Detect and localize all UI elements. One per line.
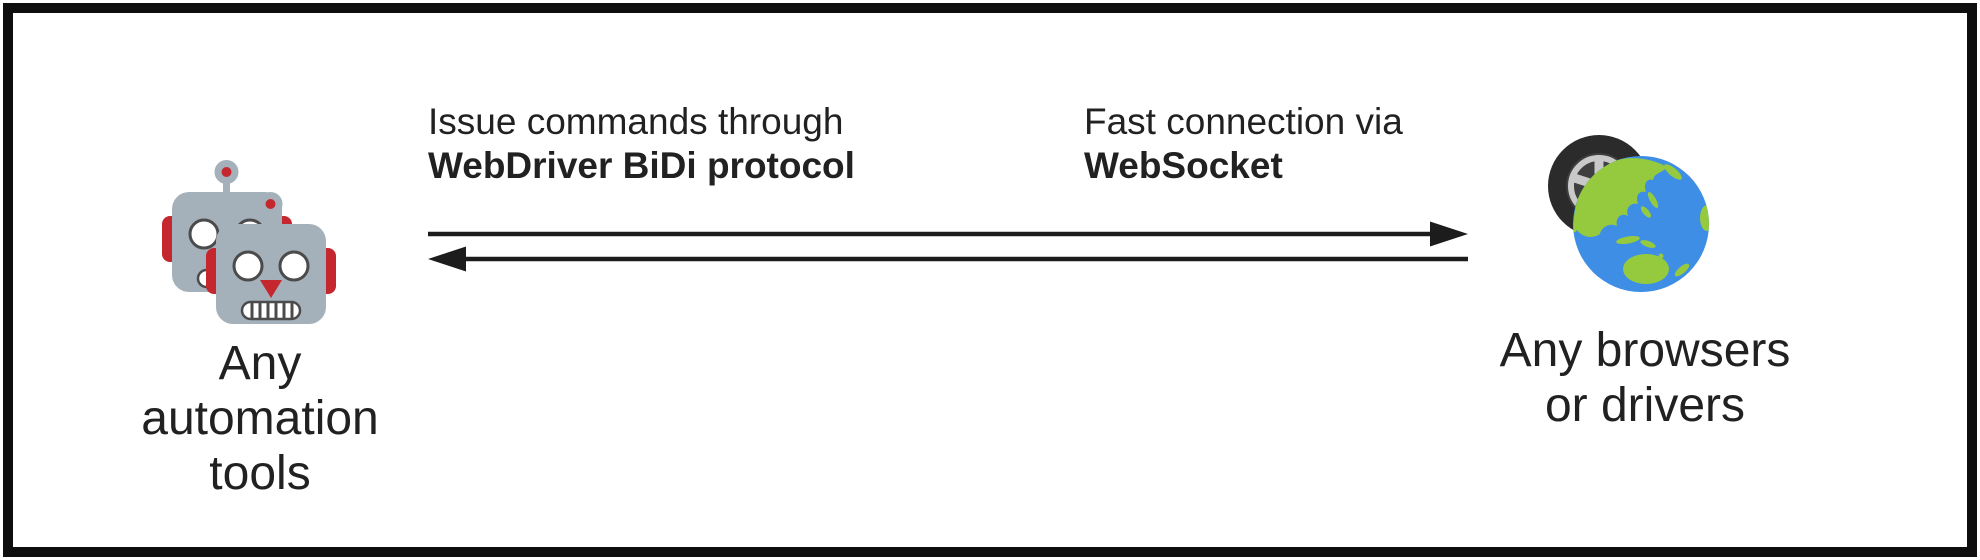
label-line: Any browsers <box>1499 324 1791 377</box>
caption-regular-line: Issue commands through <box>428 101 844 142</box>
label-line: tools <box>209 447 311 500</box>
right-pointing-arrow <box>428 221 1468 247</box>
label-line: or drivers <box>1544 379 1746 432</box>
label-line: automation <box>141 392 379 445</box>
robot-icon <box>160 158 338 326</box>
label-line: Any <box>218 337 302 390</box>
bidi-protocol-caption: Issue commands through WebDriver BiDi pr… <box>428 100 855 188</box>
automation-tools-label: Any automation tools <box>108 336 412 501</box>
browsers-drivers-label: Any browsers or drivers <box>1493 323 1797 433</box>
left-pointing-arrow <box>428 246 1468 272</box>
websocket-caption: Fast connection via WebSocket <box>1084 100 1403 188</box>
wheel-globe-icon <box>1548 135 1709 292</box>
bidirectional-arrows <box>428 221 1468 272</box>
caption-regular-line: Fast connection via <box>1084 101 1403 142</box>
caption-bold-line: WebDriver BiDi protocol <box>428 145 855 186</box>
globe-icon <box>1573 156 1709 292</box>
caption-bold-line: WebSocket <box>1084 145 1283 186</box>
